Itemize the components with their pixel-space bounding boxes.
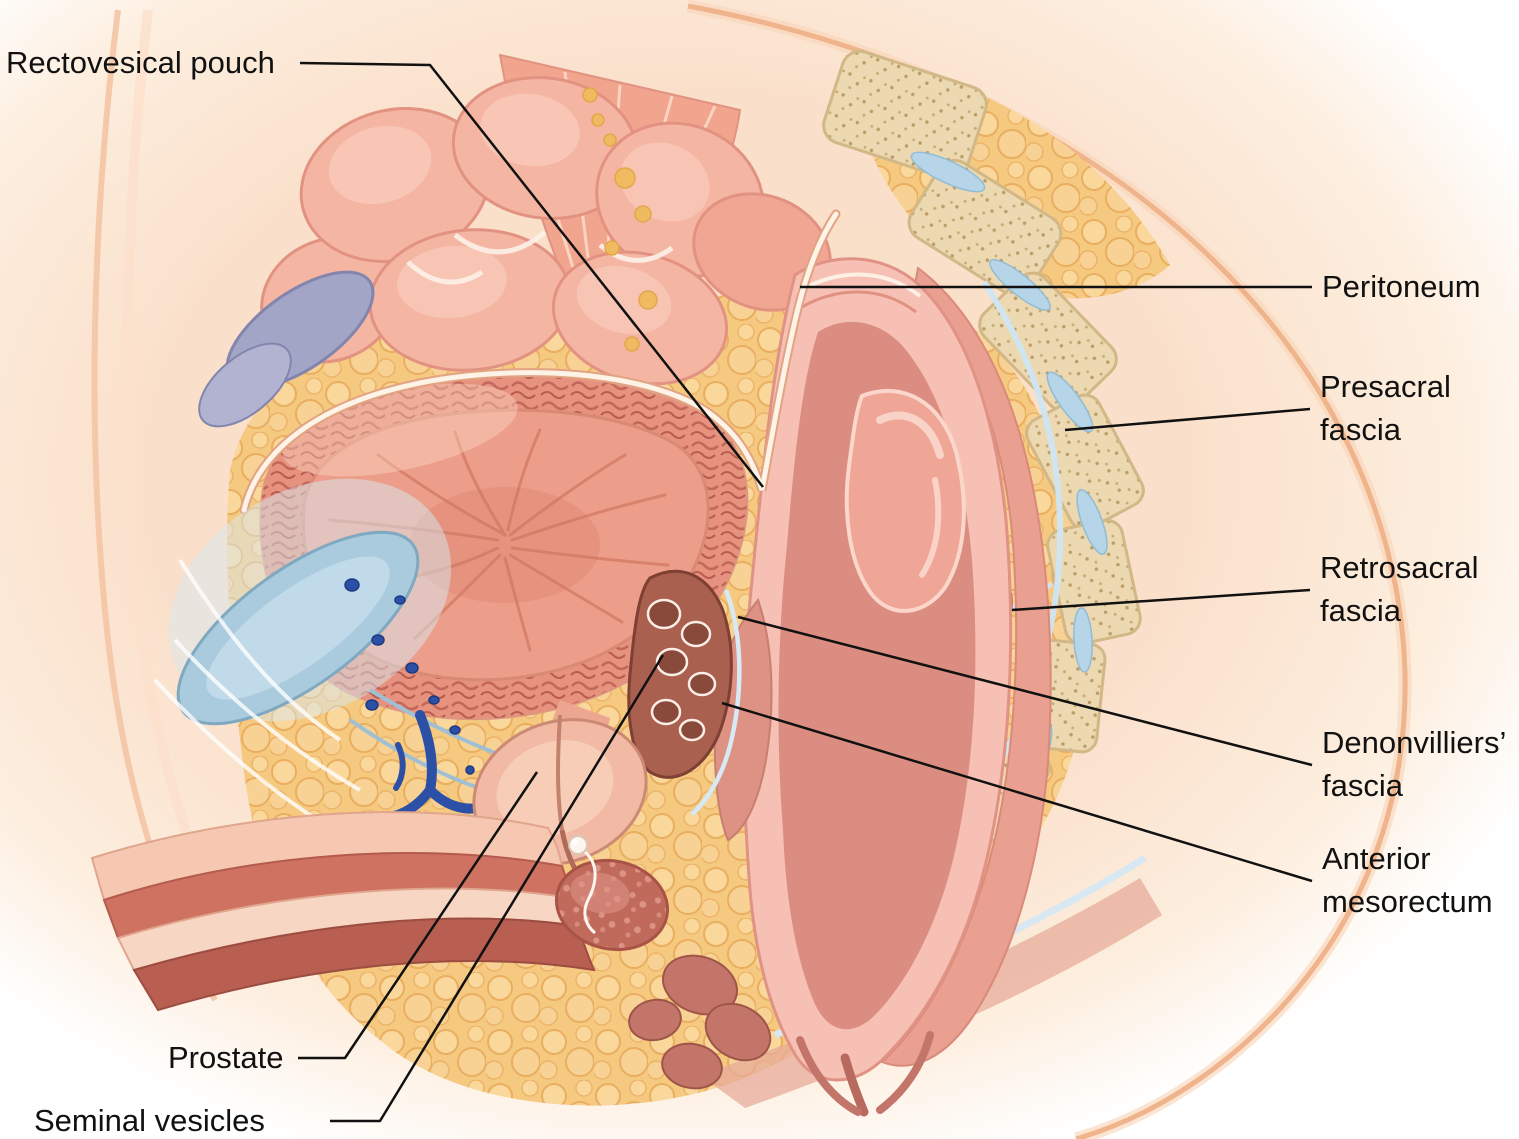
leader-rectovesical-pouch [299,61,764,488]
label-rectovesical-pouch: Rectovesical pouch [6,45,275,80]
label-prostate: Prostate [168,1040,284,1075]
label-retrosacral-fascia: Retrosacral fascia [1320,550,1479,628]
leader-prostate [298,771,539,1060]
perineal-muscles [628,954,772,1090]
anal-canal [796,1031,934,1117]
label-presacral-fascia: Presacral fascia [1320,369,1451,447]
leader-seminal-vesicles [330,654,665,1123]
sigmoid-colon [198,270,375,428]
leader-lines [298,61,1313,1123]
small-bowel-loops [260,76,832,386]
label-anterior-mesorectum: Anterior mesorectum [1322,841,1493,919]
omentum-droplets [582,87,658,352]
label-denonvilliers-fascia: Denonvilliers’ fascia [1322,725,1506,803]
leader-retrosacral-fascia [1011,588,1311,612]
leader-anterior-mesorectum [721,701,1313,883]
pubic-symphysis [153,478,516,842]
penile-urethra-layers [90,811,670,1012]
sperm-icon [568,835,597,935]
rectum [742,257,1013,1082]
label-seminal-vesicles: Seminal vesicles [34,1103,265,1138]
peritoneum-line [239,209,841,515]
denonvilliers-fascia-line [690,589,742,816]
leader-denonvilliers-fascia [737,615,1313,767]
seminal-vesicles-structure [627,569,733,779]
leader-presacral-fascia [1064,407,1311,432]
label-peritoneum: Peritoneum [1322,269,1481,304]
